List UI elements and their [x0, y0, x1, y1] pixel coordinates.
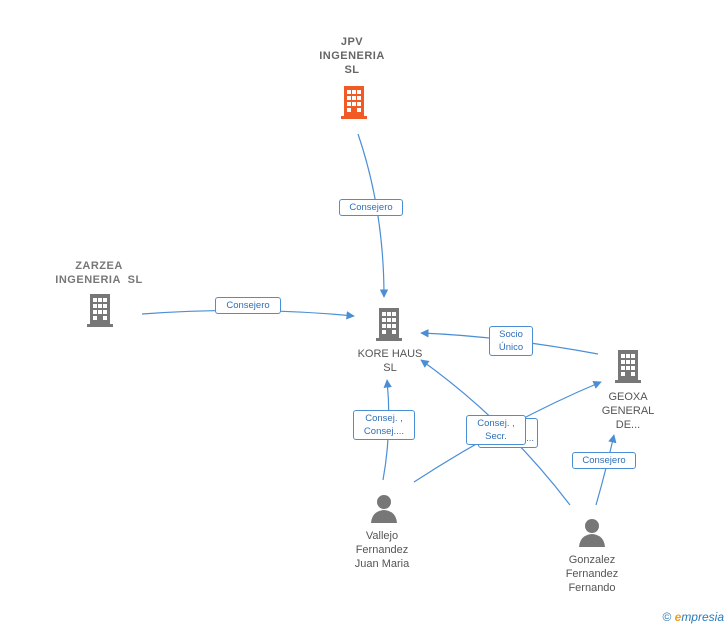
node-label-line: Juan Maria: [354, 558, 410, 570]
brand-logo-initial: e: [674, 610, 682, 624]
node-label-line: Fernandez: [355, 544, 409, 556]
node-label-line: Fernandez: [565, 568, 619, 580]
building-icon[interactable]: [373, 306, 405, 342]
building-icon[interactable]: [338, 84, 370, 120]
edge-label-text: Consejero: [226, 300, 270, 311]
node-label-line: JPV: [340, 36, 364, 48]
edge-label-text: Secr.: [485, 431, 507, 442]
edge-label-jpv-kore[interactable]: Consejero: [339, 199, 403, 216]
node-label-jpv[interactable]: JPV INGENERIA SL: [302, 35, 402, 77]
node-label-line: SL: [383, 362, 397, 374]
edge-label-vallejo-kore[interactable]: Consej. , Consej....: [353, 410, 415, 440]
brand-footer[interactable]: © empresia: [662, 610, 724, 624]
node-label-kore[interactable]: KORE HAUS SL: [340, 347, 440, 375]
node-label-line: Fernando: [568, 582, 616, 594]
edge-label-geoxa-kore[interactable]: Socio Único: [489, 326, 533, 356]
person-icon[interactable]: [368, 492, 400, 524]
edge-label-text: Único: [498, 342, 524, 353]
node-label-line: GENERAL: [601, 405, 655, 417]
node-label-gonzalez[interactable]: Gonzalez Fernandez Fernando: [540, 553, 644, 595]
node-label-zarzea[interactable]: ZARZEA INGENERIA SL: [45, 259, 153, 287]
copyright-symbol: ©: [662, 610, 672, 624]
node-label-line: INGENERIA: [319, 50, 385, 62]
edge-label-gonzalez-geoxa[interactable]: Consejero: [572, 452, 636, 469]
node-label-line: Gonzalez: [568, 554, 616, 566]
node-label-line: DE...: [615, 419, 641, 431]
node-label-line: Vallejo: [365, 530, 399, 542]
node-label-line: GEOXA: [608, 391, 648, 403]
node-label-line: ZARZEA: [75, 260, 123, 272]
edge-gonzalez-geoxa: [595, 434, 617, 506]
person-icon[interactable]: [576, 516, 608, 548]
node-label-line: KORE HAUS: [357, 348, 423, 360]
node-label-geoxa[interactable]: GEOXA GENERAL DE...: [588, 390, 668, 432]
node-label-vallejo[interactable]: Vallejo Fernandez Juan Maria: [332, 529, 432, 571]
edge-label-text: Consej. ,: [365, 413, 403, 424]
edge-label-text: Consejero: [349, 202, 393, 213]
edge-label-text: Consej....: [363, 426, 405, 437]
building-icon[interactable]: [612, 348, 644, 384]
edge-label-text: ...: [526, 433, 534, 444]
node-label-line: INGENERIA SL: [55, 274, 143, 286]
edge-label-text: Socio: [499, 329, 523, 340]
building-icon[interactable]: [84, 292, 116, 328]
edge-label-zarzea-kore[interactable]: Consejero: [215, 297, 281, 314]
edge-label-text: Consej. ,: [477, 418, 515, 429]
edge-label-gonzalez-kore[interactable]: Consej. , Secr.: [466, 415, 526, 445]
node-label-line: SL: [344, 64, 360, 76]
edge-label-text: Consejero: [582, 455, 626, 466]
brand-logo-text: mpresia: [681, 610, 724, 624]
